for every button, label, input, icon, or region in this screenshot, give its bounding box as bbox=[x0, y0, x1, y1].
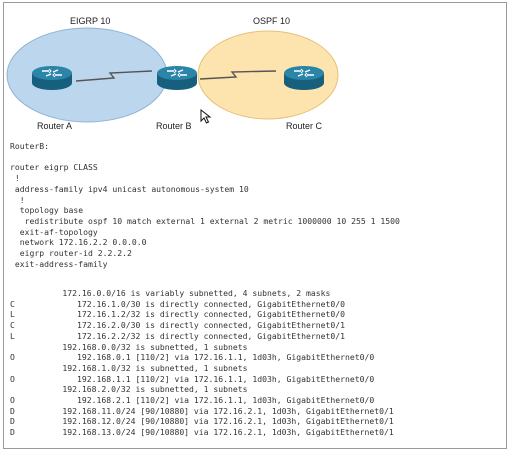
config-line: network 172.16.2.2 0.0.0.0 bbox=[10, 237, 147, 248]
route-entry: D 192.168.11.0/24 [90/10880] via 172.16.… bbox=[10, 406, 394, 417]
router-c-icon bbox=[284, 66, 324, 90]
route-text: 192.168.13.0/24 [90/10880] via 172.16.2.… bbox=[38, 427, 394, 438]
config-line: redistribute ospf 10 match external 1 ex… bbox=[10, 215, 400, 226]
route-entry: L 172.16.1.2/32 is directly connected, G… bbox=[10, 309, 394, 320]
config-line: ! bbox=[10, 194, 25, 205]
route-entry: 192.168.1.0/32 is subnetted, 1 subnets bbox=[10, 363, 394, 374]
route-code: O bbox=[10, 395, 15, 406]
router-b-icon bbox=[157, 66, 197, 90]
mouse-pointer-icon bbox=[200, 109, 212, 124]
figure-frame: EIGRP 10 OSPF 10 Router A Router B Route… bbox=[3, 2, 507, 449]
eigrp-domain bbox=[6, 27, 168, 123]
config-line: topology base bbox=[10, 205, 84, 216]
route-text: 172.16.1.2/32 is directly connected, Gig… bbox=[38, 309, 345, 320]
config-line: exit-address-family bbox=[10, 258, 108, 269]
route-text: 192.168.2.1 [110/2] via 172.16.1.1, 1d03… bbox=[38, 395, 375, 406]
route-code: D bbox=[10, 427, 15, 438]
router-b-config: RouterB: router eigrp CLASS ! address-fam… bbox=[10, 141, 400, 269]
route-entry: 192.168.0.0/32 is subnetted, 1 subnets bbox=[10, 342, 394, 353]
route-entry: C 172.16.2.0/30 is directly connected, G… bbox=[10, 320, 394, 331]
route-entry: 192.168.2.0/32 is subnetted, 1 subnets bbox=[10, 384, 394, 395]
route-text: 192.168.0.1 [110/2] via 172.16.1.1, 1d03… bbox=[38, 352, 375, 363]
config-line bbox=[10, 152, 400, 163]
route-text: 192.168.12.0/24 [90/10880] via 172.16.2.… bbox=[38, 416, 394, 427]
eigrp-domain-label: EIGRP 10 bbox=[70, 16, 111, 26]
route-text: 192.168.11.0/24 [90/10880] via 172.16.2.… bbox=[38, 405, 394, 416]
route-text: 192.168.0.0/32 is subnetted, 1 subnets bbox=[38, 341, 248, 352]
route-entry: O 192.168.2.1 [110/2] via 172.16.1.1, 1d… bbox=[10, 395, 394, 406]
route-code: O bbox=[10, 352, 15, 363]
route-code: C bbox=[10, 320, 15, 331]
config-line: exit-af-topology bbox=[10, 226, 98, 237]
route-entry: C 172.16.1.0/30 is directly connected, G… bbox=[10, 299, 394, 310]
route-entry: O 192.168.1.1 [110/2] via 172.16.1.1, 1d… bbox=[10, 374, 394, 385]
config-line: ! bbox=[10, 173, 20, 184]
route-entry: O 192.168.0.1 [110/2] via 172.16.1.1, 1d… bbox=[10, 352, 394, 363]
config-line: RouterB: bbox=[10, 141, 49, 151]
link-a-b bbox=[75, 70, 153, 82]
route-code: O bbox=[10, 373, 15, 384]
route-text: 172.16.1.0/30 is directly connected, Gig… bbox=[38, 298, 345, 309]
network-diagram bbox=[6, 27, 339, 123]
route-entry: L 172.16.2.2/32 is directly connected, G… bbox=[10, 331, 394, 342]
route-entry: 172.16.0.0/16 is variably subnetted, 4 s… bbox=[10, 288, 394, 299]
routing-table: 172.16.0.0/16 is variably subnetted, 4 s… bbox=[10, 288, 394, 438]
router-c-label: Router C bbox=[286, 121, 323, 131]
config-line: router eigrp CLASS bbox=[10, 162, 98, 173]
ospf-domain-label: OSPF 10 bbox=[253, 16, 291, 26]
link-b-c bbox=[199, 70, 277, 80]
config-line: eigrp router-id 2.2.2.2 bbox=[10, 248, 132, 259]
route-code: D bbox=[10, 416, 15, 427]
route-code: C bbox=[10, 298, 15, 309]
route-code: L bbox=[10, 330, 15, 341]
ospf-domain bbox=[197, 30, 339, 120]
config-line: address-family ipv4 unicast autonomous-s… bbox=[10, 183, 249, 194]
route-text: 192.168.2.0/32 is subnetted, 1 subnets bbox=[38, 384, 248, 395]
router-b-label: Router B bbox=[156, 121, 192, 131]
route-code: D bbox=[10, 405, 15, 416]
route-text: 172.16.2.2/32 is directly connected, Gig… bbox=[38, 330, 345, 341]
route-text: 192.168.1.1 [110/2] via 172.16.1.1, 1d03… bbox=[38, 373, 375, 384]
route-entry: D 192.168.12.0/24 [90/10880] via 172.16.… bbox=[10, 416, 394, 427]
router-a-icon bbox=[32, 66, 72, 90]
route-text: 172.16.0.0/16 is variably subnetted, 4 s… bbox=[38, 288, 331, 298]
route-entry: D 192.168.13.0/24 [90/10880] via 172.16.… bbox=[10, 427, 394, 438]
route-text: 172.16.2.0/30 is directly connected, Gig… bbox=[38, 320, 345, 331]
router-a-label: Router A bbox=[37, 121, 73, 131]
route-text: 192.168.1.0/32 is subnetted, 1 subnets bbox=[38, 362, 248, 373]
route-code: L bbox=[10, 309, 15, 320]
